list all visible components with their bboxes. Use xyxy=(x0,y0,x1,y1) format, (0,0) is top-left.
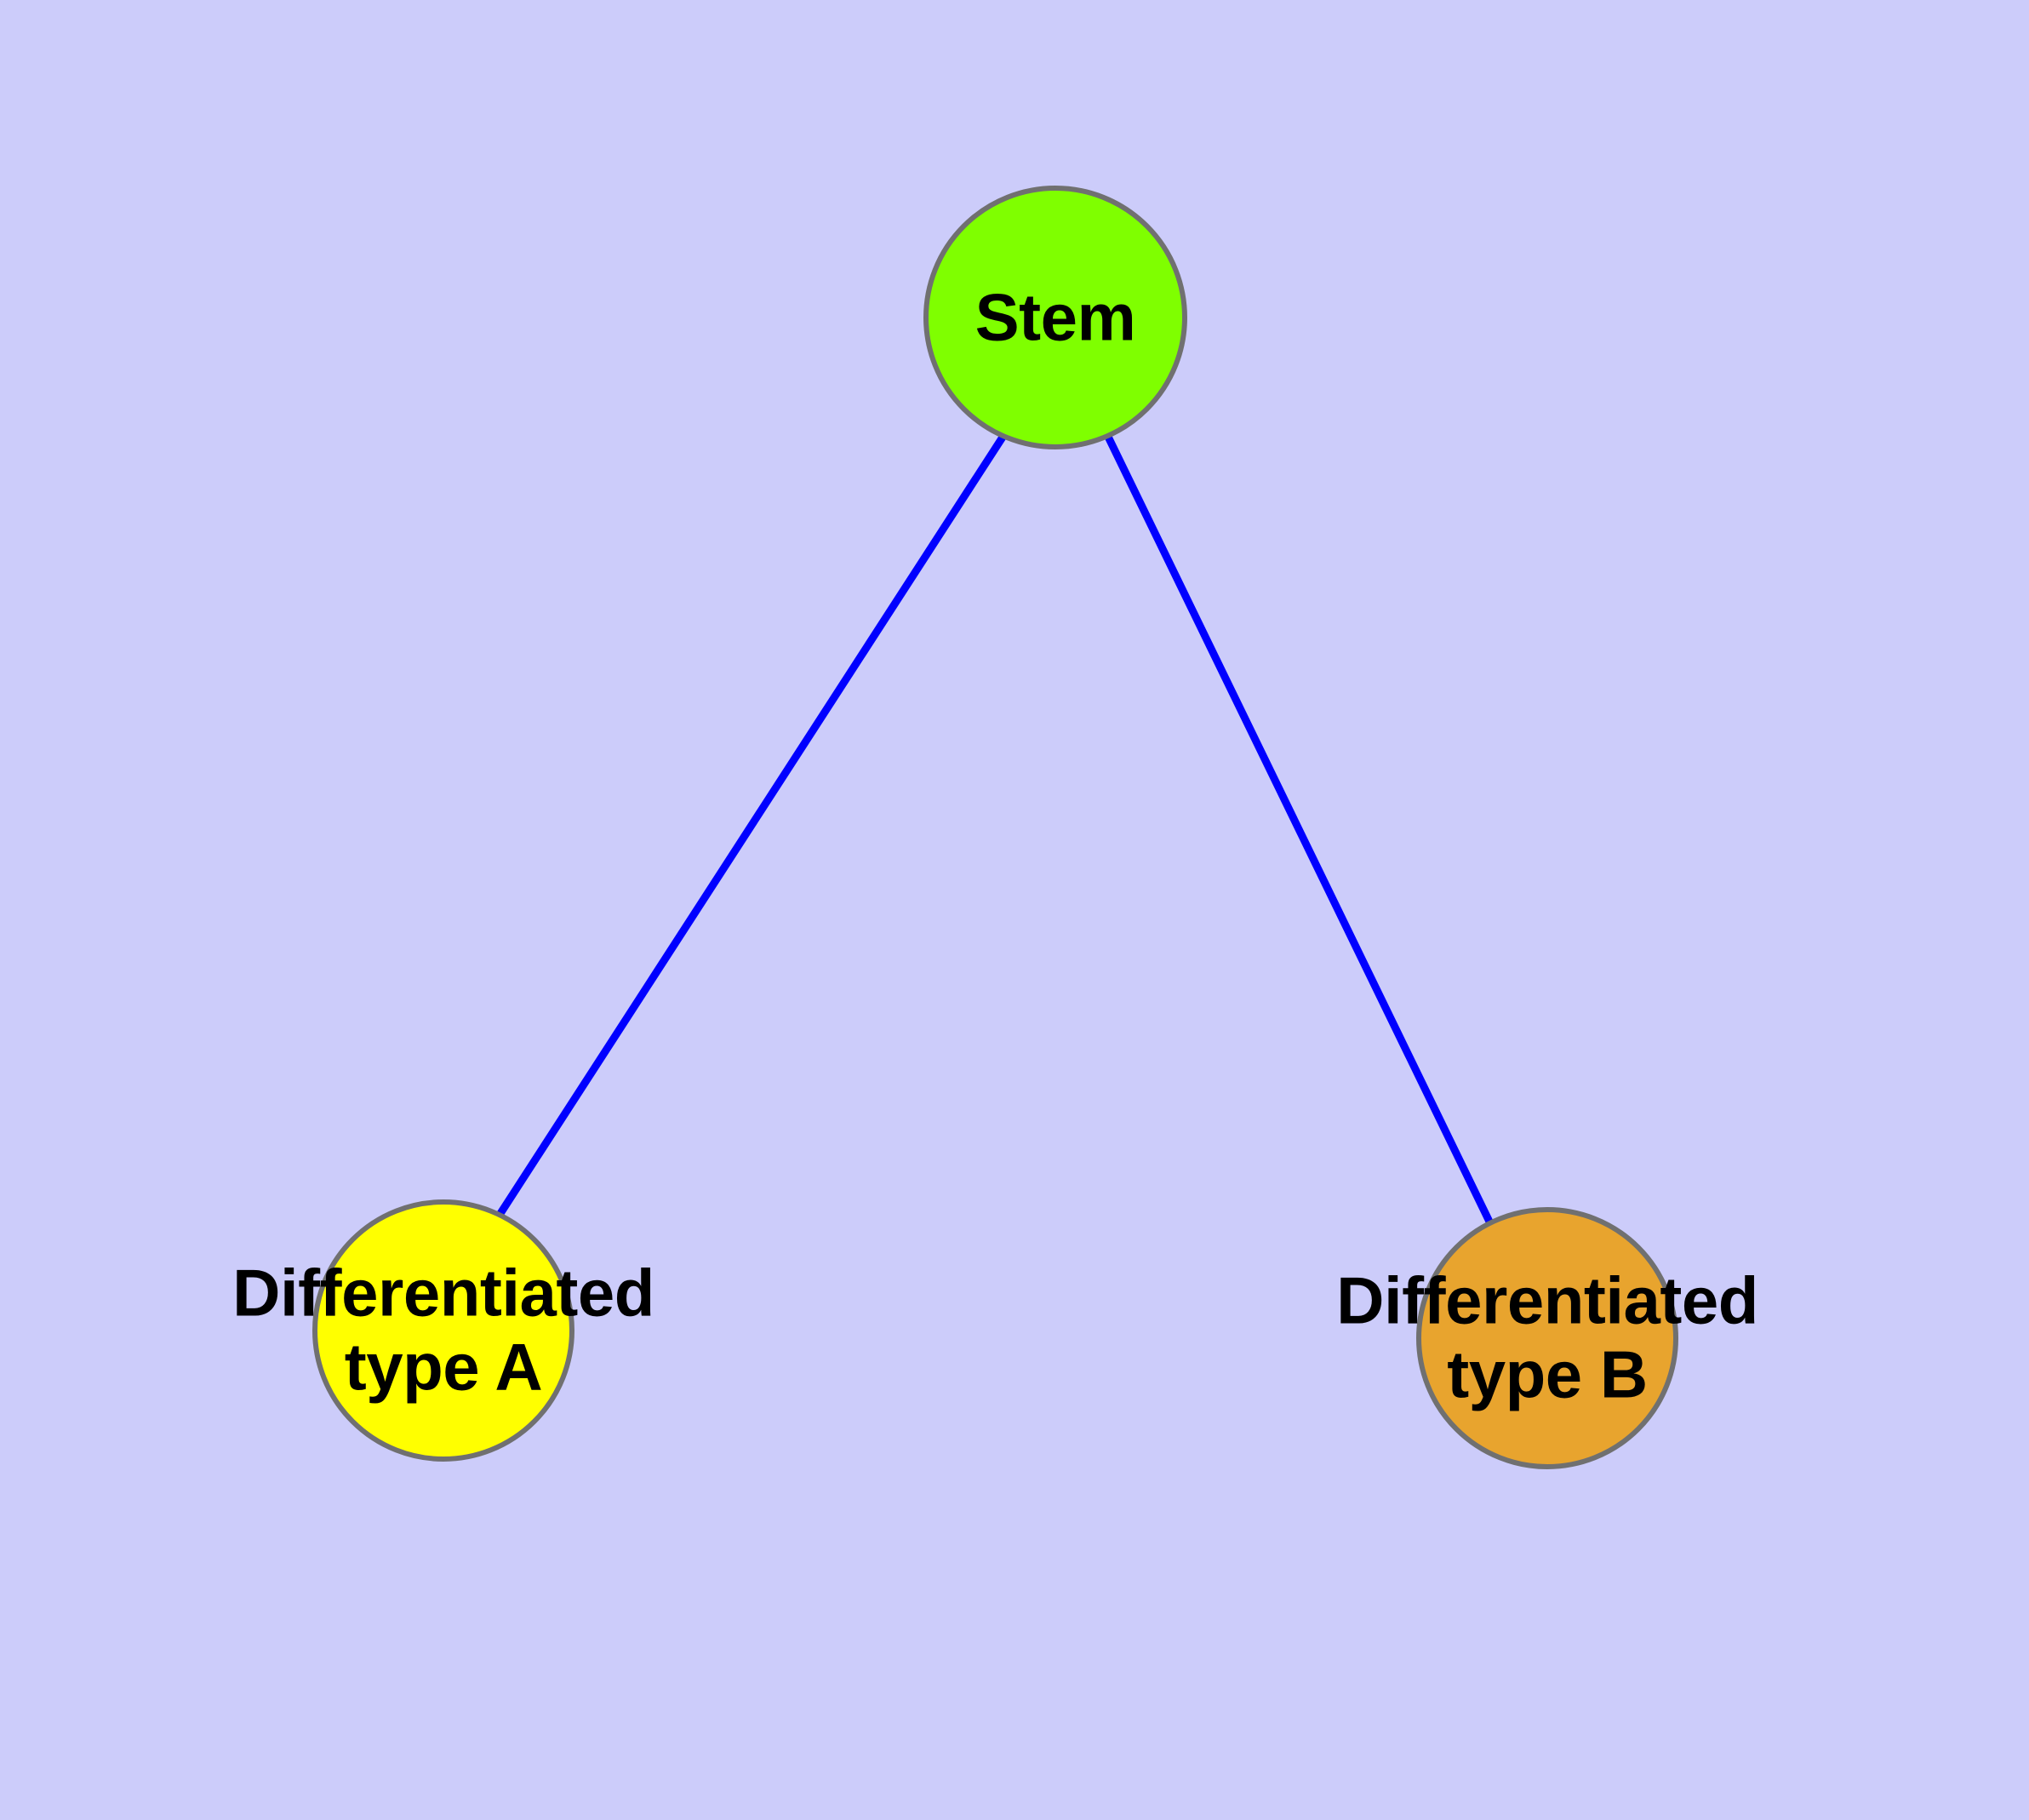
edge-layer xyxy=(496,433,1494,1223)
edge-stem-diff-b xyxy=(1104,435,1494,1223)
node-circle-stem[interactable] xyxy=(923,186,1187,449)
node-circle-diff_b[interactable] xyxy=(1416,1207,1678,1469)
edge-stem-diff-a xyxy=(496,433,1007,1217)
node-circle-diff_a[interactable] xyxy=(312,1199,574,1462)
node-layer xyxy=(312,186,1678,1469)
